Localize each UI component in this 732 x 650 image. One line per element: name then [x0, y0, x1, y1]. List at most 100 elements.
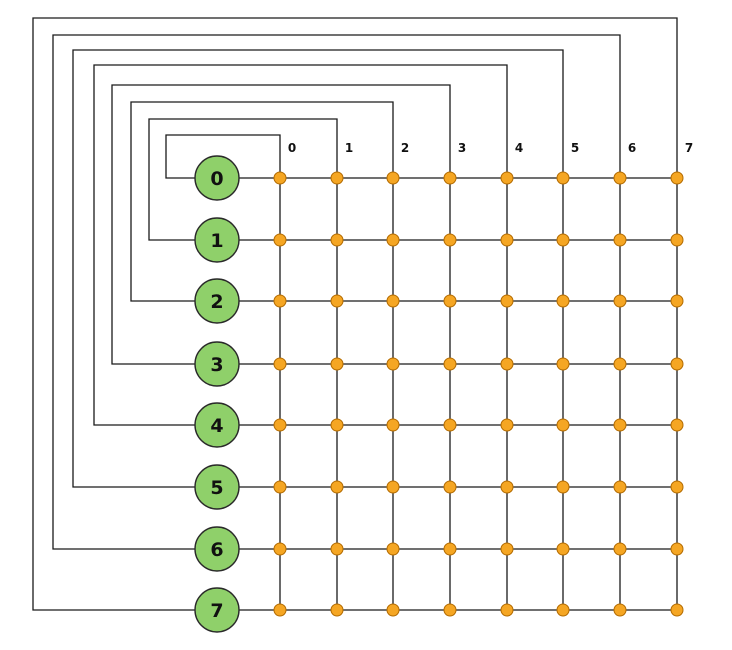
crosspoint-5-1: [330, 480, 344, 494]
crosspoint-6-3: [443, 542, 457, 556]
row-node-label-0: 0: [210, 168, 223, 190]
column-label-4: 4: [515, 141, 523, 155]
crosspoint-6-1: [330, 542, 344, 556]
crosspoint-2-2: [386, 294, 400, 308]
crosspoint-2-7: [670, 294, 684, 308]
crosspoint-6-7: [670, 542, 684, 556]
loop-wire-1: [148, 118, 338, 610]
crosspoint-6-0: [273, 542, 287, 556]
row-node-3: 3: [194, 341, 240, 387]
crosspoint-3-0: [273, 357, 287, 371]
crosspoint-5-4: [500, 480, 514, 494]
crosspoint-4-7: [670, 418, 684, 432]
row-node-7: 7: [194, 587, 240, 633]
crosspoint-0-6: [613, 171, 627, 185]
row-node-5: 5: [194, 464, 240, 510]
crosspoint-7-4: [500, 603, 514, 617]
crosspoint-5-2: [386, 480, 400, 494]
crosspoint-0-7: [670, 171, 684, 185]
row-node-1: 1: [194, 217, 240, 263]
wire-layer: [32, 17, 678, 611]
crosspoint-1-0: [273, 233, 287, 247]
crosspoint-4-4: [500, 418, 514, 432]
crosspoint-2-5: [556, 294, 570, 308]
crosspoint-4-2: [386, 418, 400, 432]
crosspoint-4-3: [443, 418, 457, 432]
crosspoint-4-0: [273, 418, 287, 432]
crosspoint-7-7: [670, 603, 684, 617]
loop-wire-3: [111, 84, 451, 610]
crosspoint-1-6: [613, 233, 627, 247]
crosspoint-2-3: [443, 294, 457, 308]
row-node-label-7: 7: [210, 600, 223, 622]
crosspoint-5-0: [273, 480, 287, 494]
row-node-0: 0: [194, 155, 240, 201]
row-node-circle-2: [194, 278, 240, 324]
crosspoint-5-6: [613, 480, 627, 494]
crosspoint-7-2: [386, 603, 400, 617]
crosspoint-3-2: [386, 357, 400, 371]
crosspoint-4-5: [556, 418, 570, 432]
crosspoint-4-6: [613, 418, 627, 432]
column-label-6: 6: [628, 141, 636, 155]
column-label-1: 1: [345, 141, 353, 155]
crosspoint-3-4: [500, 357, 514, 371]
row-node-label-5: 5: [210, 477, 223, 499]
crosspoint-0-4: [500, 171, 514, 185]
row-node-4: 4: [194, 402, 240, 448]
crosspoint-0-0: [273, 171, 287, 185]
crosspoint-0-5: [556, 171, 570, 185]
column-label-7: 7: [685, 141, 693, 155]
crosspoint-3-7: [670, 357, 684, 371]
crosspoint-2-6: [613, 294, 627, 308]
crosspoint-2-1: [330, 294, 344, 308]
crosspoint-1-4: [500, 233, 514, 247]
crosspoint-7-3: [443, 603, 457, 617]
row-node-label-2: 2: [210, 291, 223, 313]
row-node-label-1: 1: [210, 230, 223, 252]
loop-wire-0: [165, 134, 281, 610]
crosspoint-5-5: [556, 480, 570, 494]
loop-wire-2: [130, 101, 394, 610]
loop-wire-5: [72, 49, 564, 610]
crosspoint-1-5: [556, 233, 570, 247]
row-node-circle-7: [194, 587, 240, 633]
crosspoint-7-6: [613, 603, 627, 617]
row-node-circle-0: [194, 155, 240, 201]
row-node-label-3: 3: [210, 354, 223, 376]
row-node-layer: 0 1 2 3 4 5 6 7: [194, 155, 240, 633]
crosspoint-4-1: [330, 418, 344, 432]
row-node-circle-6: [194, 526, 240, 572]
row-node-circle-1: [194, 217, 240, 263]
row-node-circle-3: [194, 341, 240, 387]
crosspoint-6-2: [386, 542, 400, 556]
crosspoint-0-3: [443, 171, 457, 185]
crosspoint-layer: [273, 171, 684, 617]
crosspoint-5-3: [443, 480, 457, 494]
crosspoint-0-1: [330, 171, 344, 185]
row-node-6: 6: [194, 526, 240, 572]
loop-wire-4: [93, 64, 508, 610]
crosspoint-7-5: [556, 603, 570, 617]
crosspoint-1-3: [443, 233, 457, 247]
crosspoint-5-7: [670, 480, 684, 494]
row-node-label-4: 4: [210, 415, 223, 437]
column-label-5: 5: [571, 141, 579, 155]
crosspoint-0-2: [386, 171, 400, 185]
crosspoint-6-4: [500, 542, 514, 556]
crosspoint-2-0: [273, 294, 287, 308]
crosspoint-1-1: [330, 233, 344, 247]
crosspoint-7-0: [273, 603, 287, 617]
column-label-2: 2: [401, 141, 409, 155]
crosspoint-3-3: [443, 357, 457, 371]
column-label-3: 3: [458, 141, 466, 155]
row-node-2: 2: [194, 278, 240, 324]
loop-wire-6: [52, 34, 621, 610]
crosspoint-3-1: [330, 357, 344, 371]
row-node-circle-5: [194, 464, 240, 510]
loop-wire-7: [32, 17, 678, 611]
crosspoint-1-7: [670, 233, 684, 247]
crosspoint-3-6: [613, 357, 627, 371]
